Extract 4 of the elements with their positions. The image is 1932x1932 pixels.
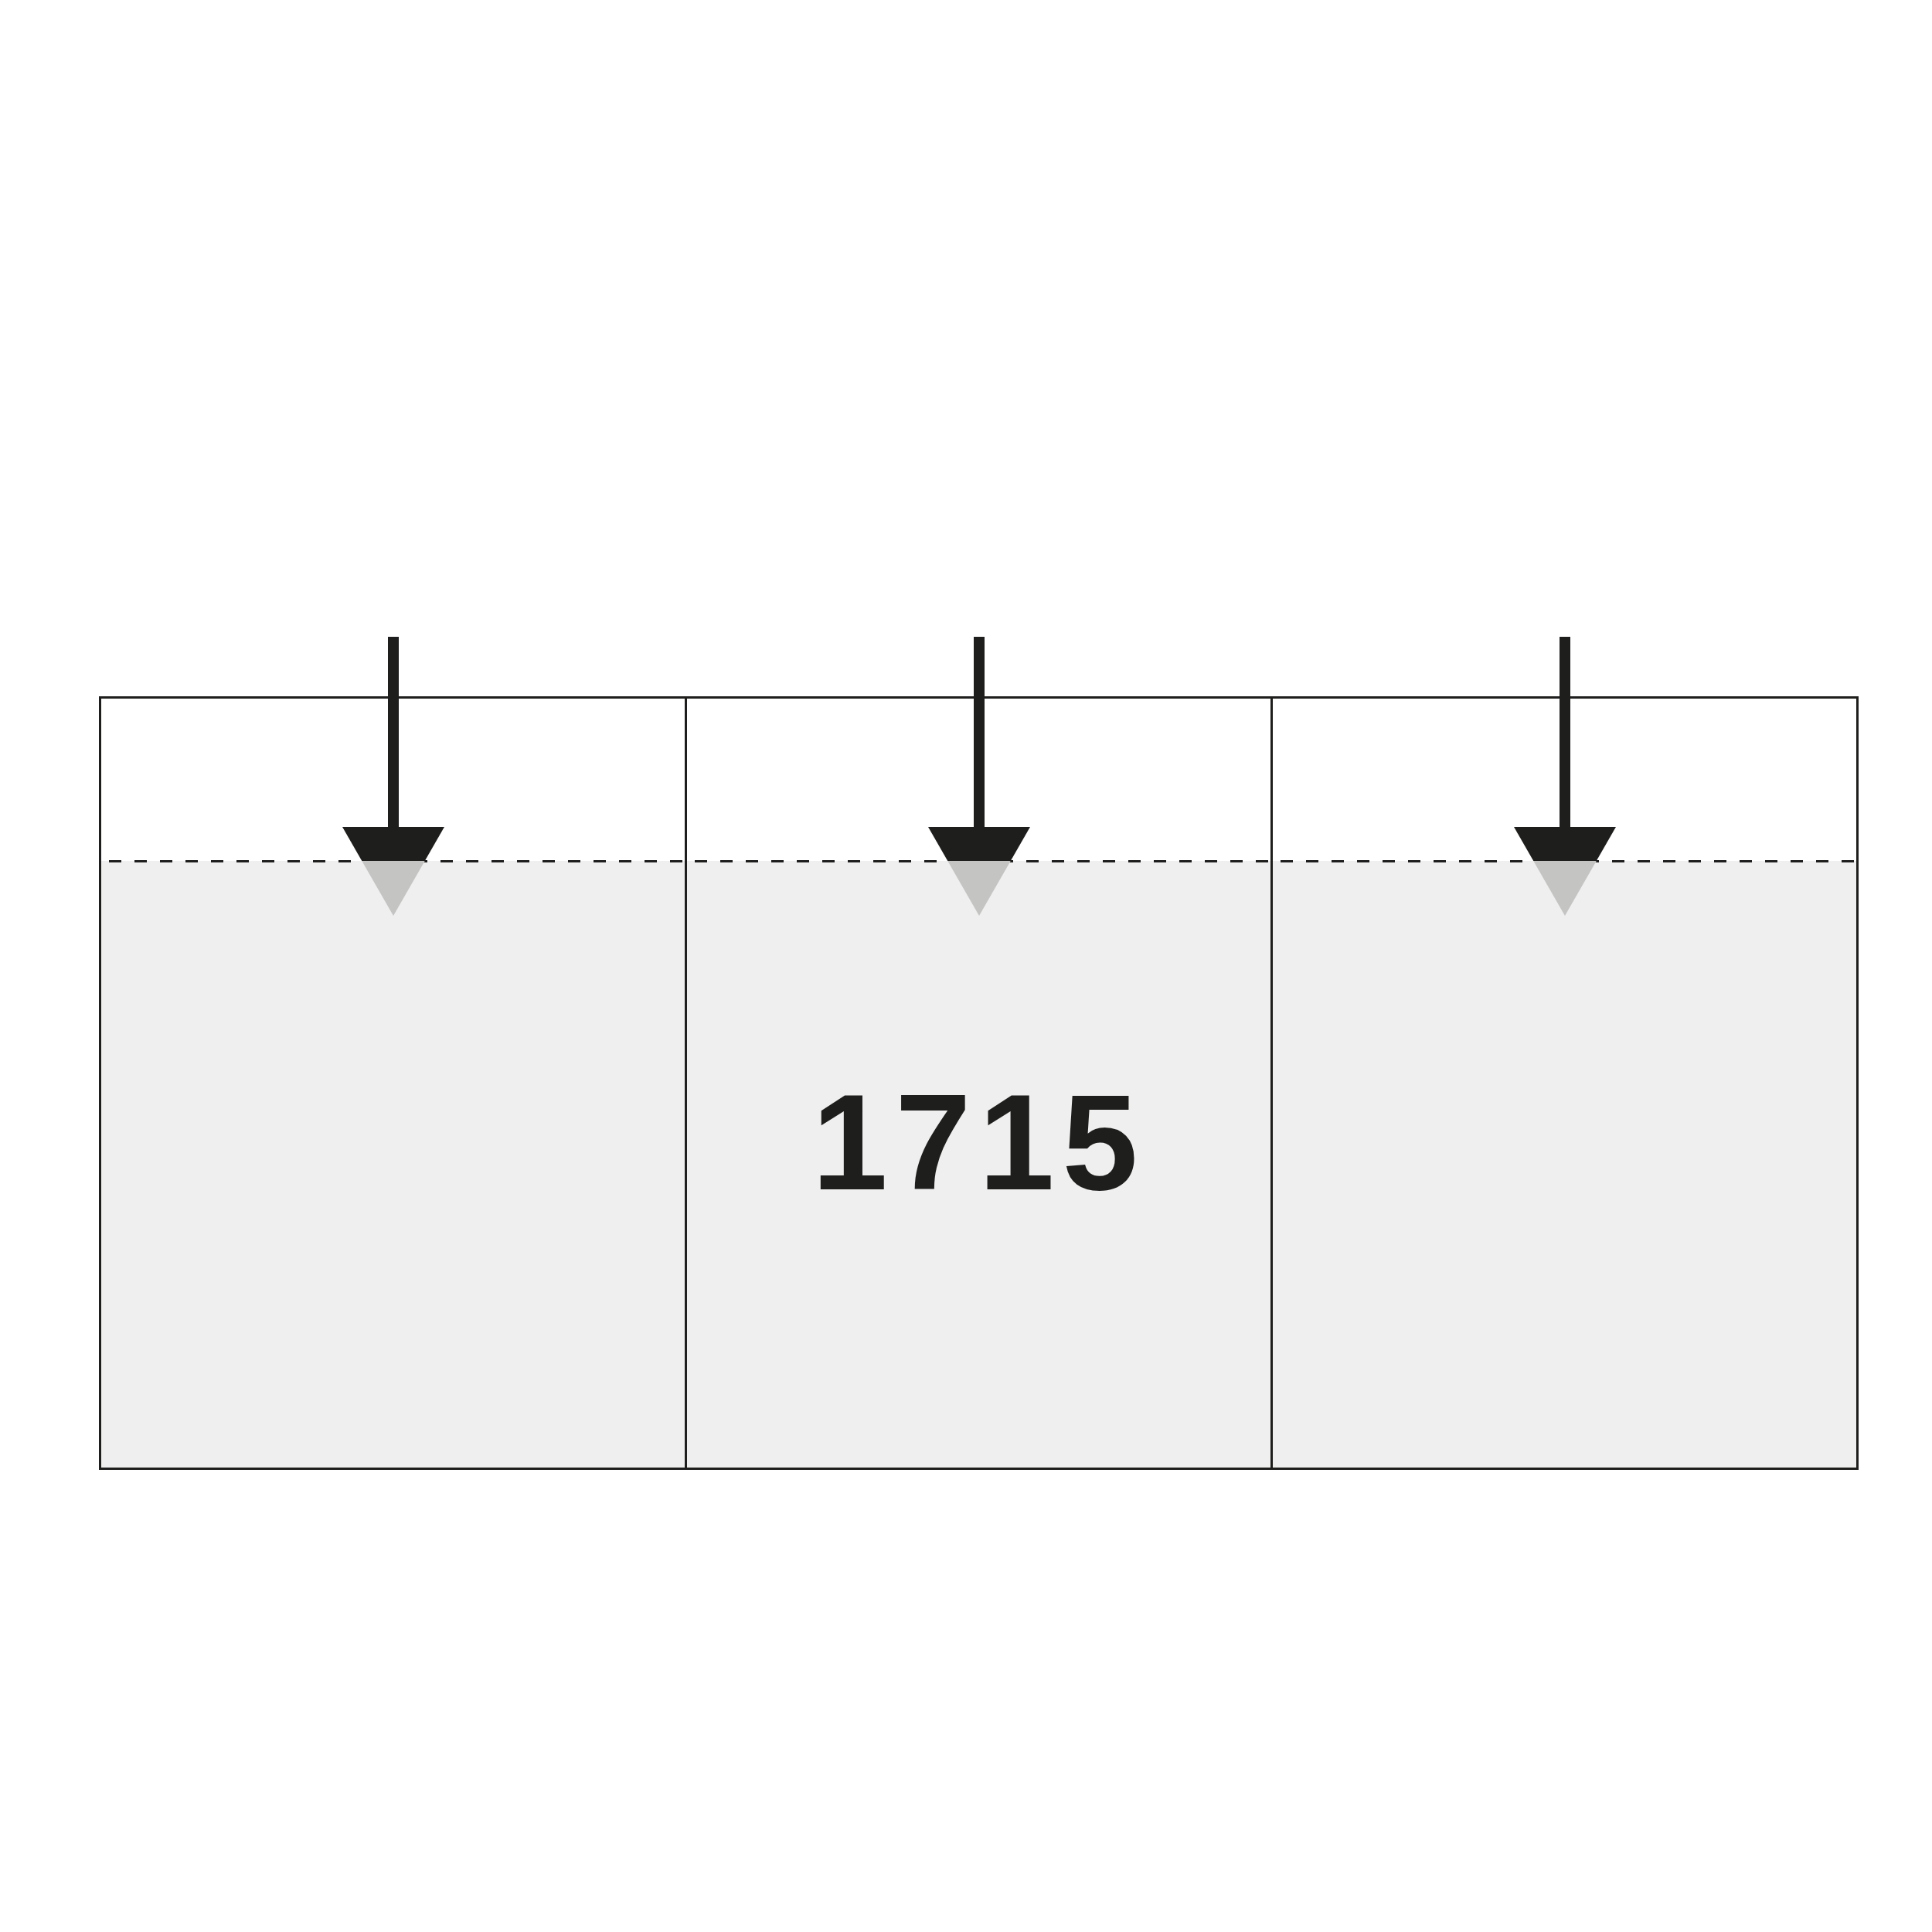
panel [99,696,687,1470]
panel [685,696,1273,1470]
panel [1270,696,1859,1470]
number-label: 1715 [811,1074,1146,1210]
